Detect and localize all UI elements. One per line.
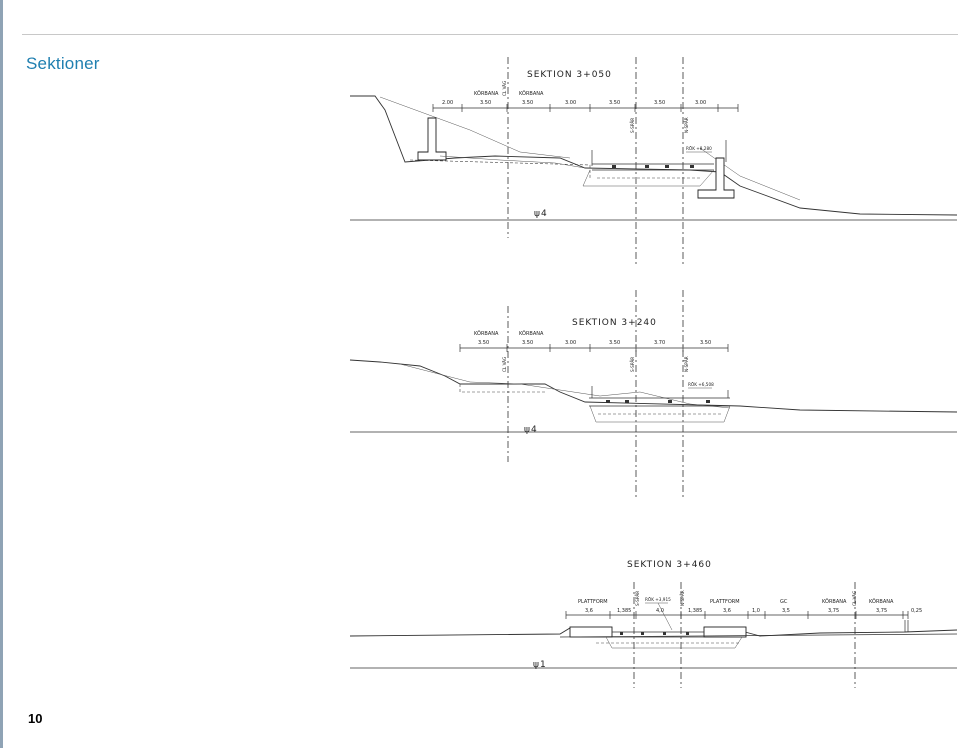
- lane-label: KÖRBANA: [869, 598, 894, 605]
- retaining-wall: [417, 117, 447, 161]
- dimension: 3.00: [565, 340, 576, 346]
- marker-number: 4: [541, 209, 547, 219]
- section-3240: SEKTION 3+240 KÖRBANA KÖRBANA 3.50 3.50 …: [349, 290, 958, 500]
- level-label: RÖK +3,915: [645, 597, 671, 602]
- dimension: 3.50: [609, 340, 620, 346]
- page-number: 10: [28, 711, 43, 726]
- axis-label: N-SPÅR: [680, 590, 685, 606]
- page-edge-bar: [0, 0, 3, 748]
- dimension: 3.50: [478, 340, 489, 346]
- dimension: 3.70: [654, 340, 665, 346]
- dimension: 3.50: [480, 100, 491, 106]
- dimension: 3,5: [782, 608, 790, 614]
- marker-number: 1: [540, 660, 546, 670]
- header-rule: [22, 34, 958, 35]
- section-title: SEKTION 3+240: [572, 318, 657, 328]
- lane-label: PLATTFORM: [578, 599, 608, 605]
- dimension: 3,6: [723, 608, 731, 614]
- section-3460: SEKTION 3+460 PLATTFORM PLATTFORM GC KÖR…: [349, 560, 958, 688]
- dimension: 3,75: [828, 608, 839, 614]
- dimension: 3.50: [700, 340, 711, 346]
- dimension: 3,75: [876, 608, 887, 614]
- lane-label: GC: [780, 599, 788, 605]
- dimension: 1,0: [752, 608, 760, 614]
- marker-number: 4: [531, 425, 537, 435]
- dimension: 3.50: [522, 100, 533, 106]
- axis-label: S-SPÅR: [630, 118, 635, 133]
- level-label: RÖK +8,280: [686, 146, 712, 151]
- lane-label: KÖRBANA: [519, 330, 544, 337]
- dimension: 0,25: [911, 608, 922, 614]
- lane-label: KÖRBANA: [519, 90, 544, 97]
- axis-label: N-SPÅR: [684, 356, 689, 372]
- axis-label: S-SPÅR: [635, 591, 640, 606]
- section-3050: SEKTION 3+050 KÖRBANA KÖRBANA 2.00 3.50 …: [350, 57, 958, 264]
- dimension: 3,6: [585, 608, 593, 614]
- axis-label: CL VÄG: [852, 591, 857, 606]
- platform: [569, 626, 613, 638]
- lane-label: KÖRBANA: [474, 330, 499, 337]
- axis-label: S-SPÅR: [630, 357, 635, 372]
- dimension: 1,385: [688, 608, 702, 614]
- section-marker: ψ: [533, 660, 539, 670]
- axis-label: CL VÄG: [502, 81, 507, 96]
- dimension: 3.00: [695, 100, 706, 106]
- section-marker: ψ: [534, 209, 540, 219]
- section-title: SEKTION 3+050: [527, 70, 612, 80]
- section-marker: ψ: [524, 425, 530, 435]
- retaining-wall: [697, 157, 735, 199]
- page-title: Sektioner: [26, 54, 100, 73]
- lane-label: KÖRBANA: [822, 598, 847, 605]
- lane-label: KÖRBANA: [474, 90, 499, 97]
- dimension: 3.50: [609, 100, 620, 106]
- dimension: 2.00: [442, 100, 453, 106]
- level-label: RÖK +6,508: [688, 382, 714, 387]
- axis-label: N-SPÅR: [684, 117, 689, 133]
- lane-label: PLATTFORM: [710, 599, 740, 605]
- dimension: 4,0: [656, 608, 664, 614]
- dimension: 3.50: [654, 100, 665, 106]
- dimension: 1,385: [617, 608, 631, 614]
- axis-label: CL VÄG: [502, 357, 507, 372]
- dimension: 3.50: [522, 340, 533, 346]
- section-title: SEKTION 3+460: [627, 560, 712, 570]
- dimension: 3.00: [565, 100, 576, 106]
